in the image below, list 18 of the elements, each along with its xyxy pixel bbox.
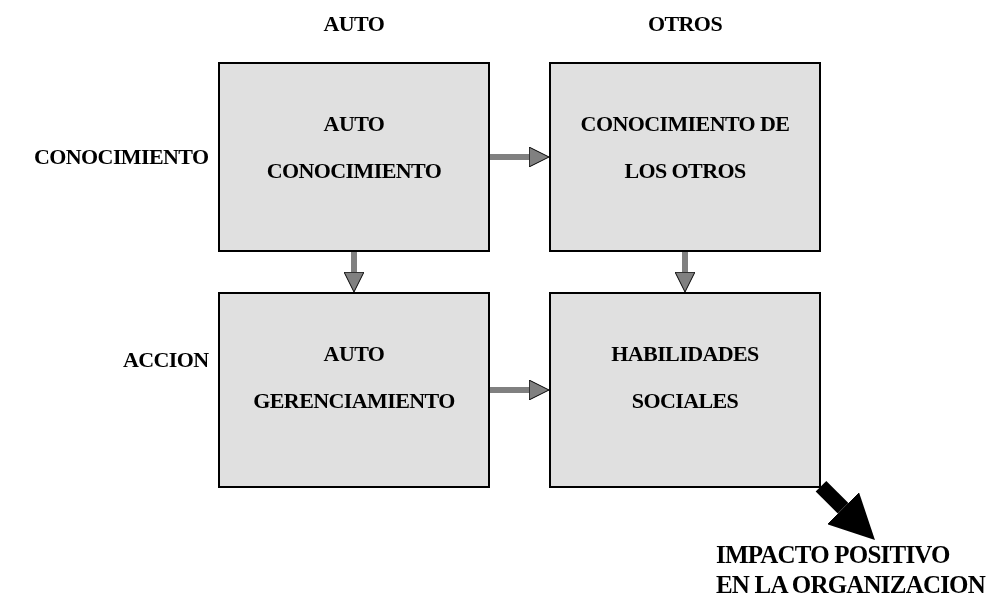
arrow — [815, 480, 875, 540]
row-header: ACCION — [123, 347, 209, 373]
process-box — [218, 62, 490, 252]
arrow — [674, 252, 696, 293]
process-box — [218, 292, 490, 488]
box-label: AUTO GERENCIAMIENTO — [252, 340, 456, 415]
outcome-text: IMPACTO POSITIVO EN LA ORGANIZACION — [716, 540, 1005, 600]
box-label: HABILIDADES SOCIALES — [610, 340, 760, 415]
row-header: CONOCIMIENTO — [34, 144, 209, 170]
box-label: CONOCIMIENTO DE LOS OTROS — [579, 110, 791, 185]
box-label: AUTO CONOCIMIENTO — [265, 110, 443, 185]
arrow — [490, 379, 550, 401]
process-box — [549, 62, 821, 252]
arrow — [343, 252, 365, 293]
arrow — [490, 146, 550, 168]
process-box — [549, 292, 821, 488]
column-header: OTROS — [648, 11, 723, 37]
column-header: AUTO — [323, 11, 385, 37]
